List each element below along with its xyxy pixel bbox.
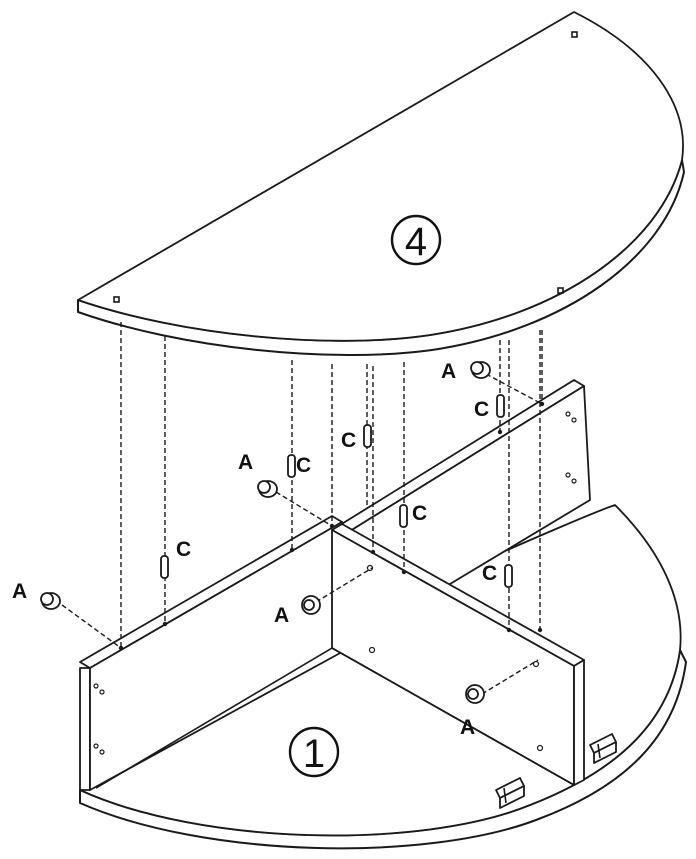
cam-lock-5 <box>465 684 485 704</box>
base-assembly <box>79 379 687 850</box>
dowel-4 <box>399 504 408 528</box>
dowel-2 <box>287 454 296 478</box>
label-c-6: C <box>482 562 497 585</box>
left-panel-face <box>79 667 91 791</box>
dowel-1 <box>160 555 169 579</box>
cam-lock-3 <box>470 361 491 379</box>
interior-floor-line <box>95 647 575 789</box>
glide-foot-2 <box>495 777 525 809</box>
label-a-3: A <box>441 360 456 383</box>
panel-holes <box>93 411 577 755</box>
label-c-3: C <box>341 429 356 452</box>
top-panel: 4 <box>77 11 685 357</box>
label-a-4: A <box>274 604 289 627</box>
dowel-6 <box>504 564 513 588</box>
dowel-3 <box>363 424 372 448</box>
cam-locks <box>40 361 491 704</box>
label-a-5: A <box>460 716 475 739</box>
dowels <box>160 394 513 588</box>
label-a-1: A <box>12 580 27 603</box>
dowel-5 <box>496 394 505 418</box>
part-1-badge <box>288 726 340 778</box>
cam-lock-4 <box>301 595 321 615</box>
label-c-4: C <box>412 502 427 525</box>
hardware-labels: A A A A A C C C C C C <box>12 360 497 739</box>
top-panel-surface <box>77 11 684 342</box>
cam-lock-2 <box>257 480 278 498</box>
cam-lock-1 <box>40 592 61 610</box>
top-panel-holes <box>113 31 578 303</box>
part-4-label: 4 <box>405 220 427 264</box>
glide-foot-1 <box>589 733 617 764</box>
part-4-badge <box>390 214 442 266</box>
label-c-2: C <box>296 454 311 477</box>
divider-end <box>573 659 585 786</box>
label-c-5: C <box>474 398 489 421</box>
label-a-2: A <box>238 451 253 474</box>
label-c-1: C <box>176 538 191 561</box>
part-1-label: 1 <box>303 732 325 776</box>
